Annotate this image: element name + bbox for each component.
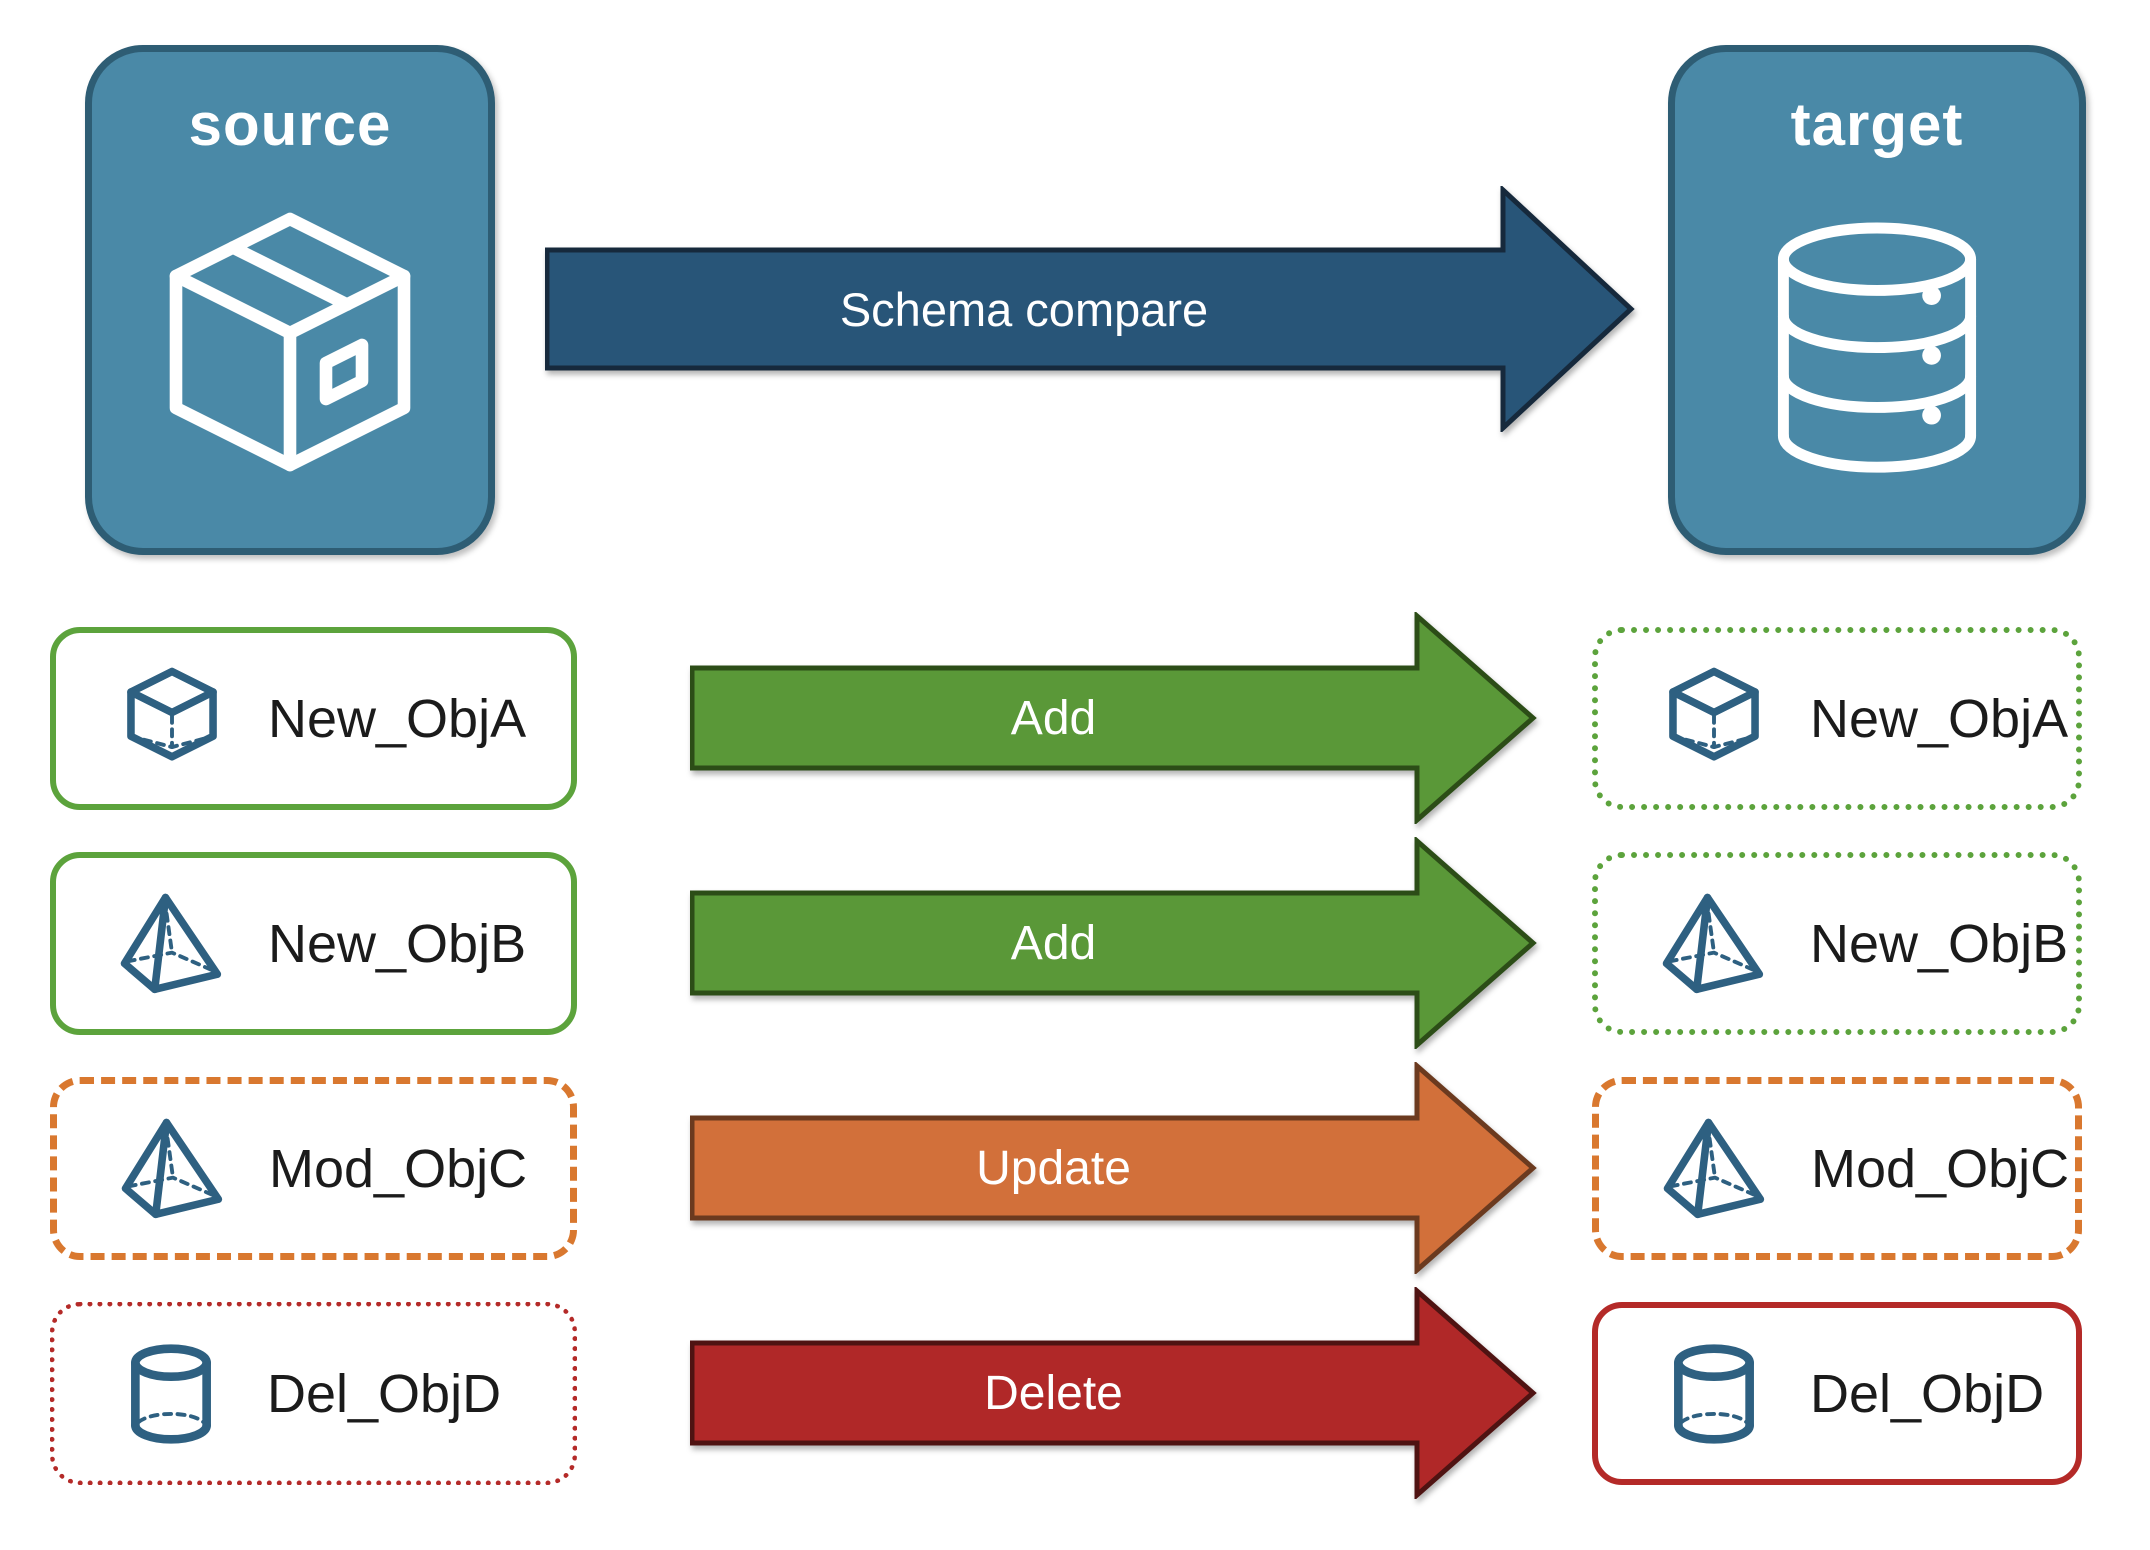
update-arrow: [690, 1062, 1537, 1274]
pyramid-icon: [120, 893, 222, 993]
cube-icon: [1669, 667, 1759, 761]
object-name: Mod_ObjC: [269, 1138, 528, 1199]
source-object-card-new-obja: New_ObjA: [50, 627, 577, 810]
source-panel: source: [85, 45, 495, 555]
object-name: New_ObjB: [1810, 913, 2069, 974]
source-object-card-mod-objc: Mod_ObjC: [50, 1077, 577, 1260]
object-name: Del_ObjD: [1810, 1363, 2045, 1424]
object-name: New_ObjA: [1810, 688, 2069, 749]
source-object-card-new-objb: New_ObjB: [50, 852, 577, 1035]
package-icon: [140, 159, 440, 530]
database-icon: [1747, 159, 2007, 530]
target-object-card-new-objb: New_ObjB: [1592, 852, 2082, 1035]
target-object-card-new-obja: New_ObjA: [1592, 627, 2082, 810]
add-arrow-row1: [690, 612, 1537, 824]
cylinder-icon: [1674, 1343, 1754, 1444]
source-object-card-del-objd: Del_ObjD: [50, 1302, 577, 1485]
object-name: Del_ObjD: [267, 1363, 502, 1424]
object-name: New_ObjA: [268, 688, 527, 749]
schema-compare-arrow: [545, 186, 1635, 432]
delete-arrow: [690, 1287, 1537, 1499]
cylinder-icon: [131, 1343, 211, 1444]
source-panel-title: source: [188, 91, 392, 158]
target-object-card-mod-objc: Mod_ObjC: [1592, 1077, 2082, 1260]
object-name: New_ObjB: [268, 913, 527, 974]
add-arrow-row2: [690, 837, 1537, 1049]
target-object-card-del-objd: Del_ObjD: [1592, 1302, 2082, 1485]
target-panel-title: target: [1790, 91, 1964, 158]
object-name: Mod_ObjC: [1811, 1138, 2070, 1199]
pyramid-icon: [1662, 893, 1764, 993]
pyramid-icon: [1663, 1118, 1765, 1218]
cube-icon: [127, 667, 217, 761]
pyramid-icon: [121, 1118, 223, 1218]
target-panel: target: [1668, 45, 2086, 555]
